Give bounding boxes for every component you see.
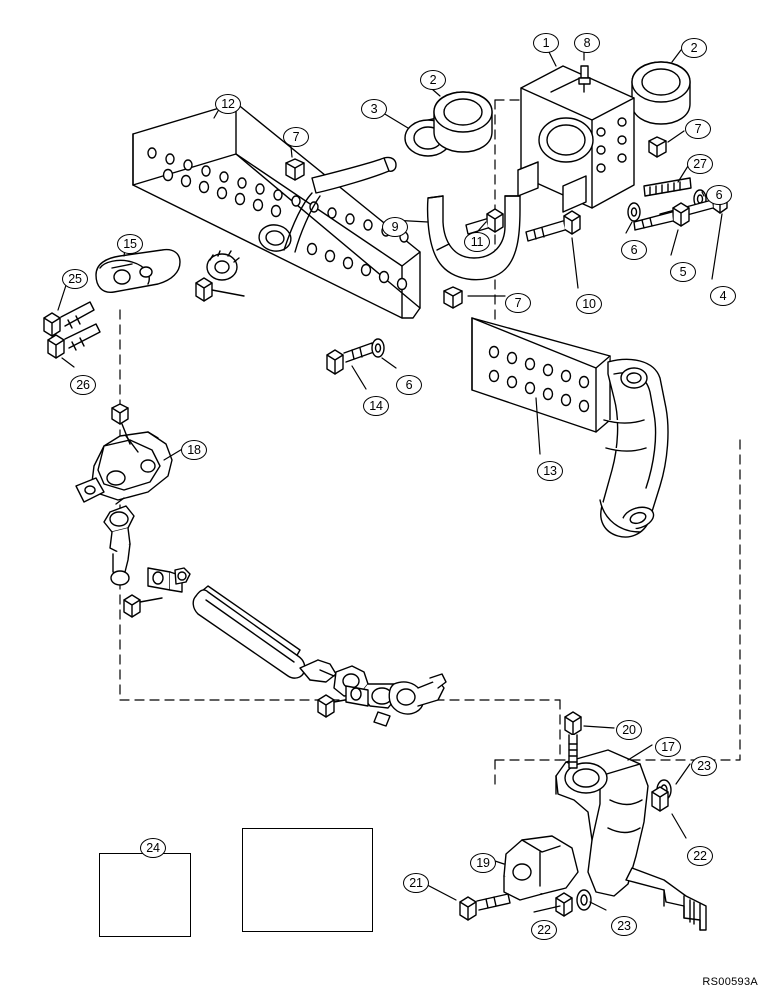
callout-1[interactable]: 1 (533, 33, 559, 53)
inset-box-24 (99, 853, 191, 937)
callout-11[interactable]: 11 (464, 232, 490, 252)
callout-14[interactable]: 14 (363, 396, 389, 416)
callout-22-lower[interactable]: 22 (531, 920, 557, 940)
callout-12[interactable]: 12 (215, 94, 241, 114)
callout-9[interactable]: 9 (382, 217, 408, 237)
callout-7-upper-left[interactable]: 7 (283, 127, 309, 147)
callout-7-upper-right[interactable]: 7 (685, 119, 711, 139)
callout-19[interactable]: 19 (470, 853, 496, 873)
callout-23-upper[interactable]: 23 (691, 756, 717, 776)
callout-24[interactable]: 24 (140, 838, 166, 858)
callout-20[interactable]: 20 (616, 720, 642, 740)
callout-2-right[interactable]: 2 (681, 38, 707, 58)
callout-6-center[interactable]: 6 (621, 240, 647, 260)
callout-5[interactable]: 5 (670, 262, 696, 282)
callout-23-lower[interactable]: 23 (611, 916, 637, 936)
callout-10[interactable]: 10 (576, 294, 602, 314)
callout-15[interactable]: 15 (117, 234, 143, 254)
inset-box-detail (242, 828, 373, 932)
callout-25[interactable]: 25 (62, 269, 88, 289)
callout-26[interactable]: 26 (70, 375, 96, 395)
callout-3[interactable]: 3 (361, 99, 387, 119)
callout-21[interactable]: 21 (403, 873, 429, 893)
callout-13[interactable]: 13 (537, 461, 563, 481)
callout-18[interactable]: 18 (181, 440, 207, 460)
callout-27[interactable]: 27 (687, 154, 713, 174)
callout-7-lower[interactable]: 7 (505, 293, 531, 313)
callout-6-lower[interactable]: 6 (396, 375, 422, 395)
callout-8[interactable]: 8 (574, 33, 600, 53)
callout-17[interactable]: 17 (655, 737, 681, 757)
callout-22-upper[interactable]: 22 (687, 846, 713, 866)
callout-2-left[interactable]: 2 (420, 70, 446, 90)
callout-6-right[interactable]: 6 (706, 185, 732, 205)
callout-4[interactable]: 4 (710, 286, 736, 306)
drawing-part-code: RS00593A (702, 976, 758, 988)
